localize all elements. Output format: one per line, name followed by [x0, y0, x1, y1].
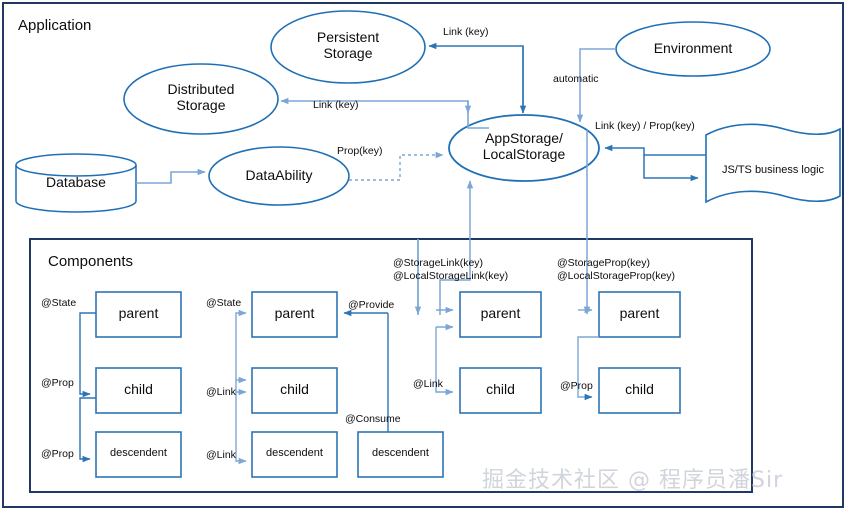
box-g2b-descendent — [357, 431, 444, 478]
arrow-label-g2-link-descendent: @Link — [206, 449, 236, 461]
box-g4-parent — [598, 291, 681, 338]
node-persistent-storage — [270, 10, 426, 84]
edge-appstorage-to-persistent — [428, 42, 524, 113]
arrow-label-g2-provide: @Provide — [348, 299, 395, 311]
box-label-g4-parent: parent — [619, 305, 660, 321]
edge-g3-link-child — [435, 327, 454, 396]
box-label-g2-descendent: descendent — [266, 447, 323, 459]
edge-dataability-to-appstorage — [349, 151, 444, 181]
box-label-g1-descendent: descendent — [110, 447, 167, 459]
edge-g1-prop-descendent — [79, 397, 96, 463]
box-g3-parent — [459, 291, 542, 338]
node-distributed-storage — [123, 63, 279, 135]
node-label-database: Database — [46, 174, 106, 190]
edge-businesslogic-to-appstorage — [604, 144, 706, 156]
edge-g2-state-parent — [235, 309, 247, 380]
group-header-storage-link: @StorageLink(key) @LocalStorageLink(key) — [393, 257, 509, 283]
node-label-distributed-storage: Distributed Storage — [167, 81, 235, 113]
edge-g2-link-descendent — [235, 392, 247, 465]
arrow-label-g4-prop: @Prop — [560, 380, 593, 392]
box-label-g1-parent: parent — [118, 305, 159, 321]
edge-label-persistent-link: Link (key) — [443, 26, 489, 38]
arrow-label-g3-link: @Link — [413, 378, 443, 390]
box-label-g1-child: child — [124, 381, 153, 397]
box-g1-child — [95, 367, 182, 414]
edge-appstorage-to-distributed — [280, 97, 489, 129]
edge-label-business-link-prop: Link (key) / Prop(key) — [595, 120, 695, 132]
edge-appstorage-to-businesslogic — [643, 155, 699, 182]
edge-database-to-dataability — [136, 168, 206, 184]
box-g1-descendent — [95, 431, 182, 478]
edge-label-environment-automatic: automatic — [553, 73, 599, 85]
box-g2-descendent — [251, 431, 338, 478]
box-g4-child — [598, 367, 681, 414]
arrow-label-g2-link-child: @Link — [206, 386, 236, 398]
components-title: Components — [48, 253, 134, 270]
edge-label-distributed-link: Link (key) — [313, 99, 359, 111]
node-data-ability — [208, 146, 350, 206]
node-database — [15, 153, 137, 213]
edge-appstorage-storagelink-up — [439, 180, 474, 315]
box-g2-parent — [251, 291, 338, 338]
box-label-g2-parent: parent — [274, 305, 315, 321]
box-label-g2-child: child — [280, 381, 309, 397]
node-business-logic — [705, 123, 841, 204]
node-label-app-storage: AppStorage/ LocalStorage — [482, 130, 566, 162]
box-g3-child — [459, 367, 542, 414]
arrow-label-g2-consume: @Consume — [345, 413, 401, 425]
box-label-g3-child: child — [486, 381, 515, 397]
arrow-label-g1-state: @State — [41, 297, 77, 309]
box-label-g2b-descendent: descendent — [372, 447, 429, 459]
box-g2-child — [251, 367, 338, 414]
arrow-label-g2-state: @State — [206, 297, 242, 309]
box-g1-parent — [95, 291, 182, 338]
box-label-g4-child: child — [625, 381, 654, 397]
edge-g1-state-parent — [79, 312, 96, 398]
node-label-environment: Environment — [653, 40, 733, 56]
watermark: 掘金技术社区 @ 程序员潘Sir — [482, 468, 784, 493]
node-label-persistent-storage: Persistent Storage — [316, 29, 380, 61]
node-label-data-ability: DataAbility — [245, 167, 313, 183]
edge-g4-prop-child — [577, 336, 599, 401]
group-header-storage-prop: @StorageProp(key) @LocalStorageProp(key) — [557, 257, 676, 283]
arrow-label-g1-prop-child: @Prop — [41, 377, 74, 389]
box-label-g3-parent: parent — [480, 305, 521, 321]
arrow-label-g1-prop-descendent: @Prop — [41, 448, 74, 460]
edge-label-dataability-prop: Prop(key) — [337, 145, 383, 157]
page-title: Application — [18, 17, 92, 34]
components-frame — [29, 238, 753, 493]
node-app-storage — [448, 114, 600, 182]
edge-g2-link-child2 — [235, 380, 247, 396]
node-label-business-logic: JS/TS business logic — [721, 164, 825, 176]
edge-environment-to-appstorage — [576, 48, 616, 123]
